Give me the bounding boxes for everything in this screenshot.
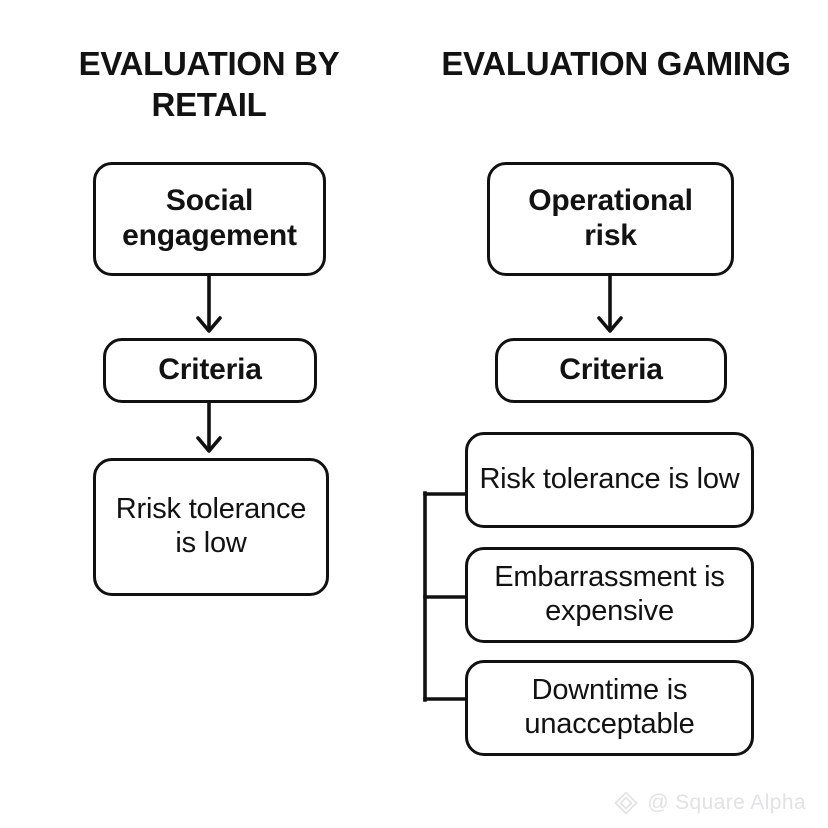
node-social-engagement[interactable]: Social engagement bbox=[93, 162, 326, 276]
node-downtime-is-unacceptable[interactable]: Downtime is unacceptable bbox=[465, 660, 754, 756]
node-rrisk-tolerance-is-low[interactable]: Rrisk tolerance is low bbox=[93, 458, 329, 596]
column-title-left: EVALUATION BY RETAIL bbox=[78, 45, 340, 123]
node-label: Operational risk bbox=[528, 184, 693, 252]
node-embarrassment-is-expensive[interactable]: Embarrassment is expensive bbox=[465, 547, 754, 643]
node-label: Criteria bbox=[158, 353, 262, 387]
node-label: Embarrassment is expensive bbox=[494, 561, 725, 627]
node-label: Social engagement bbox=[122, 184, 297, 252]
node-label: Criteria bbox=[559, 353, 663, 387]
watermark-handle: Square Alpha bbox=[675, 791, 806, 814]
node-label: Risk tolerance is low bbox=[479, 463, 740, 496]
column-title-right: EVALUATION GAMING bbox=[441, 45, 791, 82]
node-risk-tolerance-is-low[interactable]: Risk tolerance is low bbox=[465, 432, 754, 528]
node-criteria-left[interactable]: Criteria bbox=[103, 338, 317, 403]
watermark-at: @ bbox=[647, 791, 670, 814]
node-label: Downtime is unacceptable bbox=[524, 674, 695, 740]
watermark: @ Square Alpha bbox=[613, 790, 806, 816]
node-label: Rrisk tolerance is low bbox=[115, 493, 307, 559]
diamond-logo-icon bbox=[615, 791, 638, 815]
node-criteria-right[interactable]: Criteria bbox=[495, 338, 727, 403]
node-operational-risk[interactable]: Operational risk bbox=[487, 162, 734, 276]
